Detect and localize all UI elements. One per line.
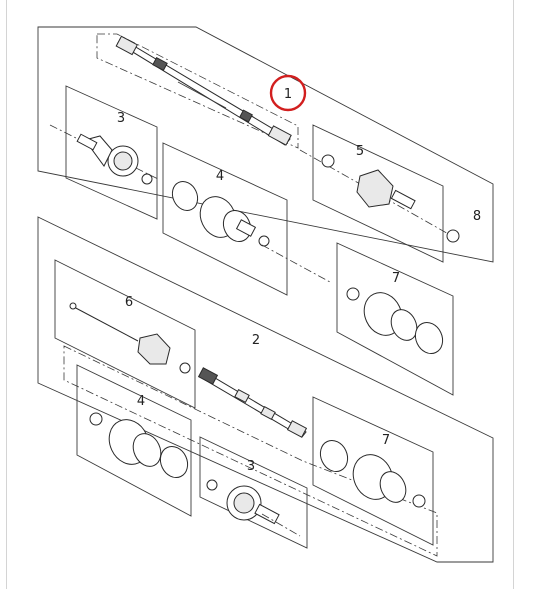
small-clamp-4-lower	[89, 412, 103, 426]
assembly-group-1	[37, 26, 494, 396]
assembly-group-2	[37, 216, 494, 563]
callout-1: 1	[284, 87, 292, 102]
box-3-lower	[199, 436, 308, 549]
group-1-outline	[37, 26, 494, 263]
small-clamp-4-upper	[258, 235, 270, 247]
highlight-circle	[269, 74, 307, 112]
boot-kit-7-upper	[346, 287, 444, 355]
callout-7-upper: 7	[392, 271, 400, 286]
box-7-upper	[336, 242, 454, 396]
boot-clamp-7-upper	[414, 321, 444, 355]
small-clamp-7-lower	[412, 494, 426, 508]
callout-7-lower: 7	[382, 433, 390, 448]
box-4-upper	[162, 142, 288, 296]
boot-kit-4-lower	[89, 412, 189, 479]
o-ring-8	[446, 229, 460, 243]
boot-kit-7-lower	[319, 439, 426, 508]
inner-cv-joint-6	[69, 302, 191, 374]
o-ring-lower-3	[206, 479, 218, 491]
inner-cv-joint-5	[299, 149, 460, 243]
callout-3-upper: 3	[117, 111, 125, 126]
shaft-1-dashed-box	[96, 33, 299, 149]
o-ring-5	[321, 154, 335, 168]
frame-left-border	[6, 0, 7, 589]
boot-clamp-4-lower	[159, 445, 189, 479]
boot-clamp-7-lower	[319, 439, 349, 473]
o-ring-6	[179, 362, 191, 374]
box-7-lower	[312, 396, 434, 546]
drive-shaft-1	[115, 35, 292, 146]
callout-4-upper: 4	[216, 169, 224, 184]
callout-4-lower: 4	[137, 394, 145, 409]
box-4-lower	[76, 364, 192, 517]
o-ring-upper-3	[141, 173, 153, 185]
box-5	[312, 124, 444, 263]
callout-6: 6	[125, 295, 133, 310]
box-6	[54, 259, 196, 409]
cv-joint-outer-3-upper	[49, 124, 161, 185]
callout-8: 8	[473, 209, 481, 224]
frame-right-border	[513, 0, 514, 589]
callout-2: 2	[252, 333, 260, 348]
cv-joint-outer-3-lower	[206, 479, 301, 537]
boot-kit-4-upper	[171, 180, 331, 283]
callout-3-lower: 3	[247, 459, 255, 474]
box-3-upper	[65, 85, 158, 220]
group-2-outline	[37, 216, 494, 563]
small-clamp-7-upper	[346, 287, 360, 301]
callout-5: 5	[356, 144, 364, 159]
boot-clamp-4-upper	[171, 180, 199, 212]
shaft-2-dashed-box	[63, 345, 438, 557]
drive-shaft-2	[197, 367, 308, 438]
